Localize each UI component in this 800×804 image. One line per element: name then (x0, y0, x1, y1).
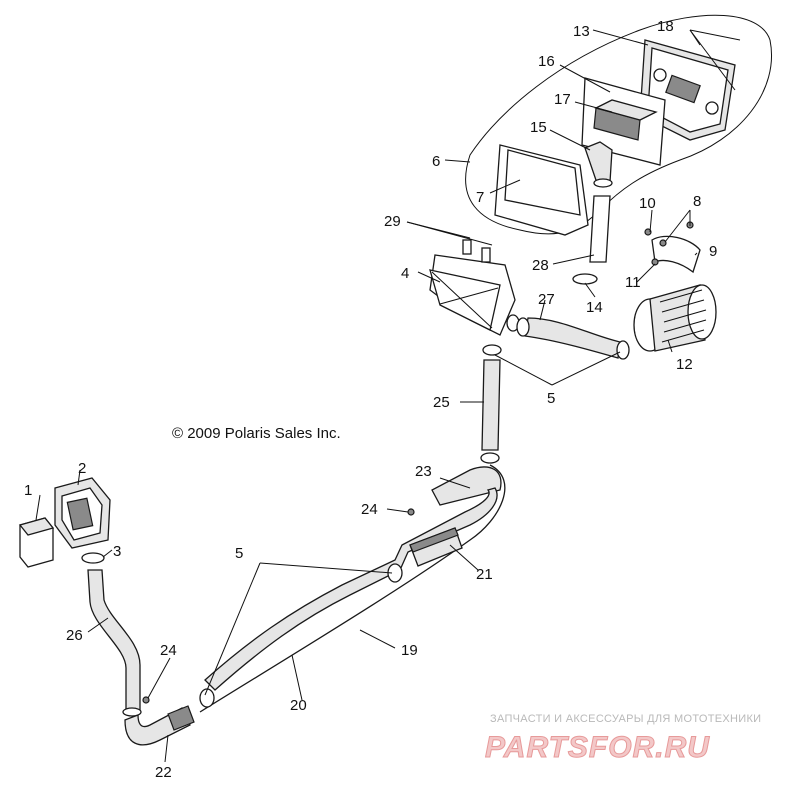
callout-16: 16 (538, 53, 555, 70)
callout-13: 13 (573, 23, 590, 40)
callout-19: 19 (401, 642, 418, 659)
callout-20: 20 (290, 697, 307, 714)
leader-lines (35, 29, 741, 763)
filter-panel-7 (494, 144, 589, 236)
clamp-5-mid-top (482, 344, 502, 356)
callout-22: 22 (155, 764, 172, 781)
tube-25 (481, 359, 501, 451)
filter-element-12 (633, 284, 717, 352)
hose-27 (524, 317, 621, 359)
callout-3: 3 (113, 543, 121, 560)
tube-28 (589, 195, 611, 263)
watermark-tagline: ЗАПЧАСТИ И АКСЕССУАРЫ ДЛЯ МОТОТЕХНИКИ (490, 713, 761, 725)
hose-20 (204, 487, 498, 691)
callout-7: 7 (476, 189, 484, 206)
callout-10: 10 (639, 195, 656, 212)
airbox-4 (429, 239, 520, 336)
callout-25: 25 (433, 394, 450, 411)
filter-block-1 (18, 517, 55, 568)
callout-1: 1 (24, 482, 32, 499)
assembly-outline (465, 14, 772, 235)
callout-29: 29 (384, 213, 401, 230)
callout-23: 23 (415, 463, 432, 480)
bracket-9 (644, 221, 701, 274)
callout-21: 21 (476, 566, 493, 583)
callout-15: 15 (530, 119, 547, 136)
clamp-5-upper-right (616, 340, 630, 360)
callout-26: 26 (66, 627, 83, 644)
clamp-lower-elbow (122, 707, 142, 717)
callout-2: 2 (78, 460, 86, 477)
clamp-5-upper-left (516, 317, 530, 337)
clamp-5-lower (199, 688, 215, 708)
callout-5-upper: 5 (547, 390, 555, 407)
callout-12: 12 (676, 356, 693, 373)
watermark-logo: PARTSFOR.RU (485, 731, 710, 764)
callout-27: 27 (538, 291, 555, 308)
junction-23 (431, 466, 502, 506)
cover-2 (54, 477, 111, 549)
callout-18: 18 (657, 18, 674, 35)
copyright-text: © 2009 Polaris Sales Inc. (172, 425, 341, 442)
callout-9: 9 (709, 243, 717, 260)
callout-17: 17 (554, 91, 571, 108)
callout-4: 4 (401, 265, 409, 282)
callout-8: 8 (693, 193, 701, 210)
callout-28: 28 (532, 257, 549, 274)
resonator-21 (409, 527, 463, 567)
clamp-5-mid-bottom (480, 452, 500, 464)
hose-26 (87, 569, 141, 711)
clamp-3 (81, 552, 105, 564)
intake-spout-15 (584, 141, 613, 188)
clamp-14 (572, 273, 598, 285)
callout-5-lower: 5 (235, 545, 243, 562)
callout-24-lower: 24 (160, 642, 177, 659)
foam-pad-17 (593, 99, 658, 141)
hose-19 (199, 464, 506, 713)
callout-11: 11 (625, 274, 641, 291)
callout-6: 6 (432, 153, 440, 170)
callout-14: 14 (586, 299, 603, 316)
callout-24-upper: 24 (361, 501, 378, 518)
screw-24-upper (407, 508, 415, 516)
screw-24-lower (142, 696, 150, 704)
elbow-22 (124, 705, 195, 746)
